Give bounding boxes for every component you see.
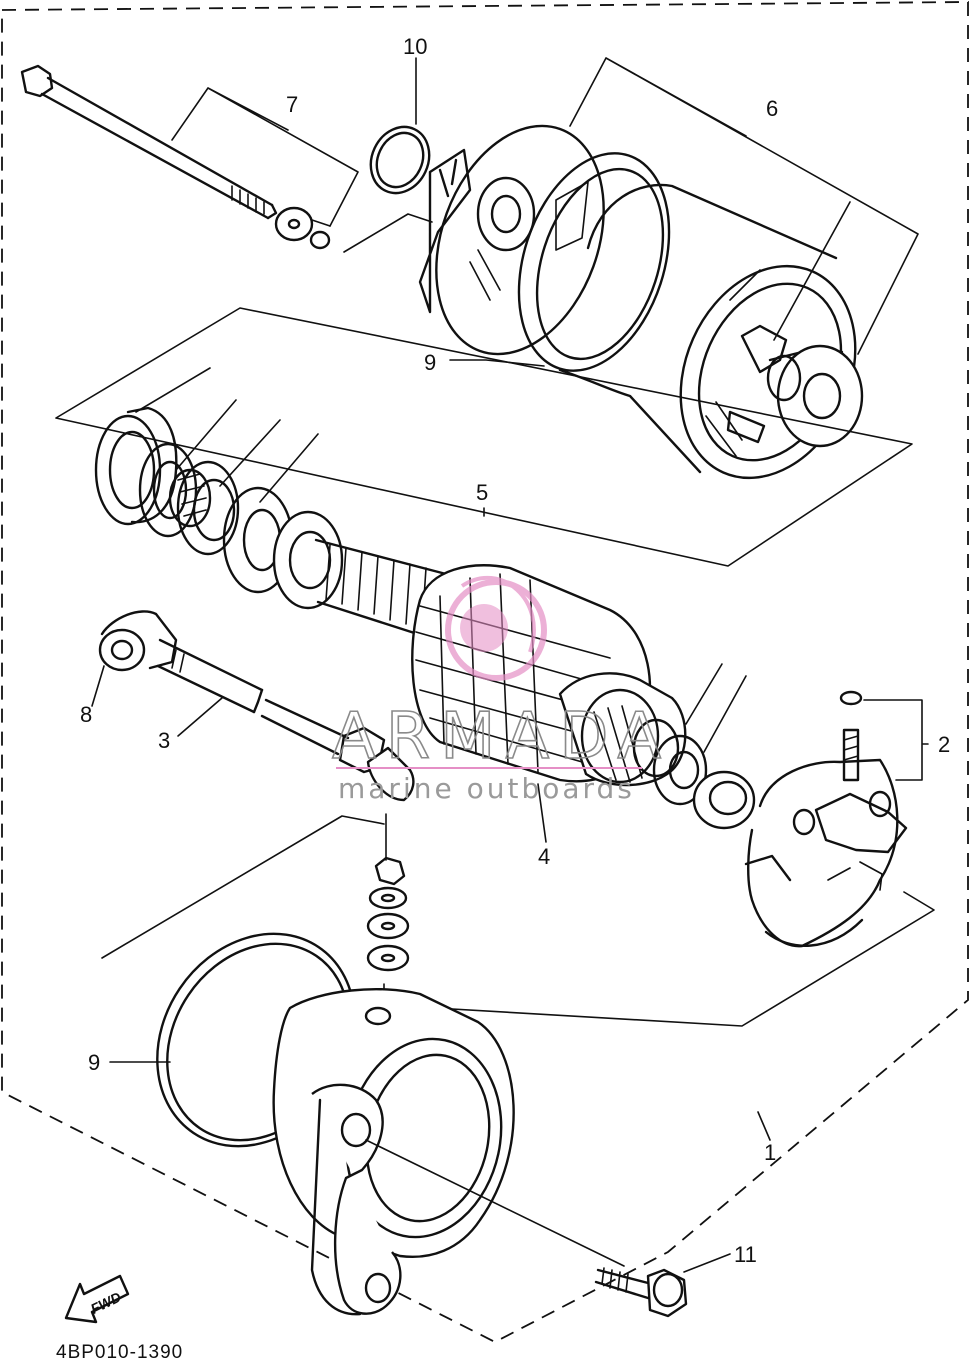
callout-1: 1 <box>764 1140 776 1165</box>
callout-3: 3 <box>158 728 170 753</box>
callout-8: 8 <box>80 702 92 727</box>
o-ring-10 <box>369 125 431 195</box>
leader-9a <box>449 359 545 367</box>
watermark-brand: ARMADA <box>332 700 671 774</box>
bracket-2 <box>863 699 929 781</box>
leader-7b <box>311 213 433 253</box>
assembly-boundary <box>1 1 969 1344</box>
callout-2: 2 <box>938 732 950 757</box>
callout-7: 7 <box>286 92 298 117</box>
small-o-ring <box>309 230 331 250</box>
callout-5: 5 <box>476 480 488 505</box>
watermark-tagline: marine outboards <box>338 772 635 805</box>
watermark-logo-icon <box>445 575 547 681</box>
brush-holder <box>744 690 908 948</box>
callout-9a: 9 <box>424 350 436 375</box>
bracket-6 <box>569 57 919 355</box>
callout-10: 10 <box>403 34 427 59</box>
mounting-bolt <box>365 1139 688 1318</box>
fwd-label: FWD <box>88 1289 124 1317</box>
callout-9b: 9 <box>88 1050 100 1075</box>
leader-4 <box>537 783 547 843</box>
front-cover-assembly <box>418 124 864 480</box>
callout-6: 6 <box>766 96 778 121</box>
leader-3 <box>177 697 223 737</box>
washer <box>274 206 314 242</box>
rear-cover <box>272 987 515 1316</box>
bracket-5 <box>55 307 913 567</box>
bracket-4 <box>685 663 747 753</box>
leader-11 <box>683 1253 731 1273</box>
callout-11: 11 <box>734 1242 757 1267</box>
lead-wire <box>98 610 415 802</box>
fwd-arrow-icon: FWD <box>64 1274 130 1324</box>
leader-8 <box>91 665 105 707</box>
leader-1 <box>757 1111 771 1141</box>
armature-shim-set <box>94 367 319 594</box>
watermark: ARMADA marine outboards <box>331 575 671 805</box>
leader-6b <box>773 201 851 341</box>
bracket-group-rear <box>101 815 935 1027</box>
part-code: 4BP010-1390 <box>56 1342 183 1361</box>
callout-4: 4 <box>538 844 550 869</box>
bracket-7 <box>171 87 359 227</box>
nut-washer-stack <box>366 813 410 1009</box>
through-bolt <box>20 64 278 220</box>
